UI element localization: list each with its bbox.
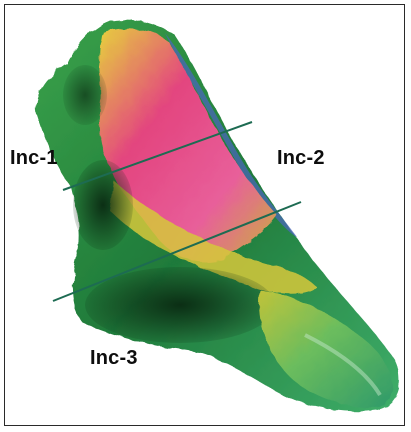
tooth-surface-scan <box>5 5 405 426</box>
label-inc-2: Inc-2 <box>277 147 325 170</box>
shadow-left <box>73 160 133 250</box>
label-inc-3: Inc-3 <box>90 347 138 370</box>
shadow-top-left <box>63 65 107 125</box>
label-inc-1: Inc-1 <box>10 147 58 170</box>
shadow-lower <box>85 267 275 343</box>
image-frame: Inc-1 Inc-2 Inc-3 <box>4 4 405 426</box>
